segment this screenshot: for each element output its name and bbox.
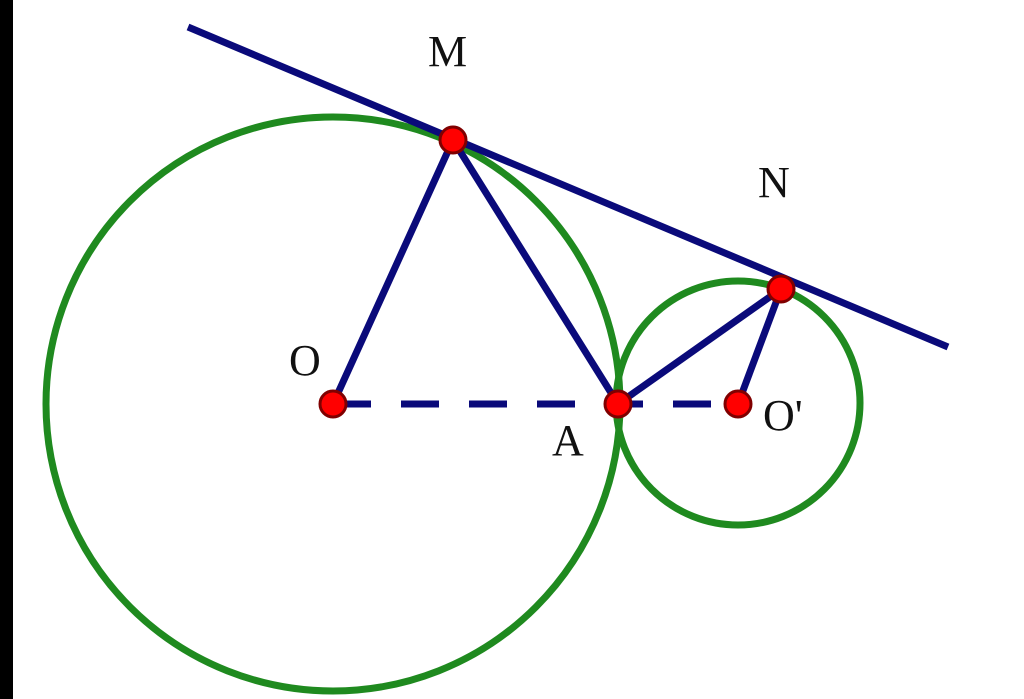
label-M: M: [428, 27, 467, 76]
label-O-prime: O': [763, 391, 803, 440]
label-N: N: [758, 158, 790, 207]
point-N: [766, 274, 796, 304]
point-M: [438, 125, 468, 155]
segment-AN: [615, 286, 784, 407]
figure-background: [13, 0, 1024, 699]
segment-OM: [329, 138, 457, 406]
point-O-prime: [723, 389, 753, 419]
point-A: [603, 389, 633, 419]
segment-NO-prime: [734, 287, 785, 406]
point-O: [318, 389, 348, 419]
tangent-line-MN: [186, 23, 950, 351]
segment-MA: [450, 138, 621, 406]
label-O: O: [289, 336, 321, 385]
label-A: A: [552, 416, 584, 465]
